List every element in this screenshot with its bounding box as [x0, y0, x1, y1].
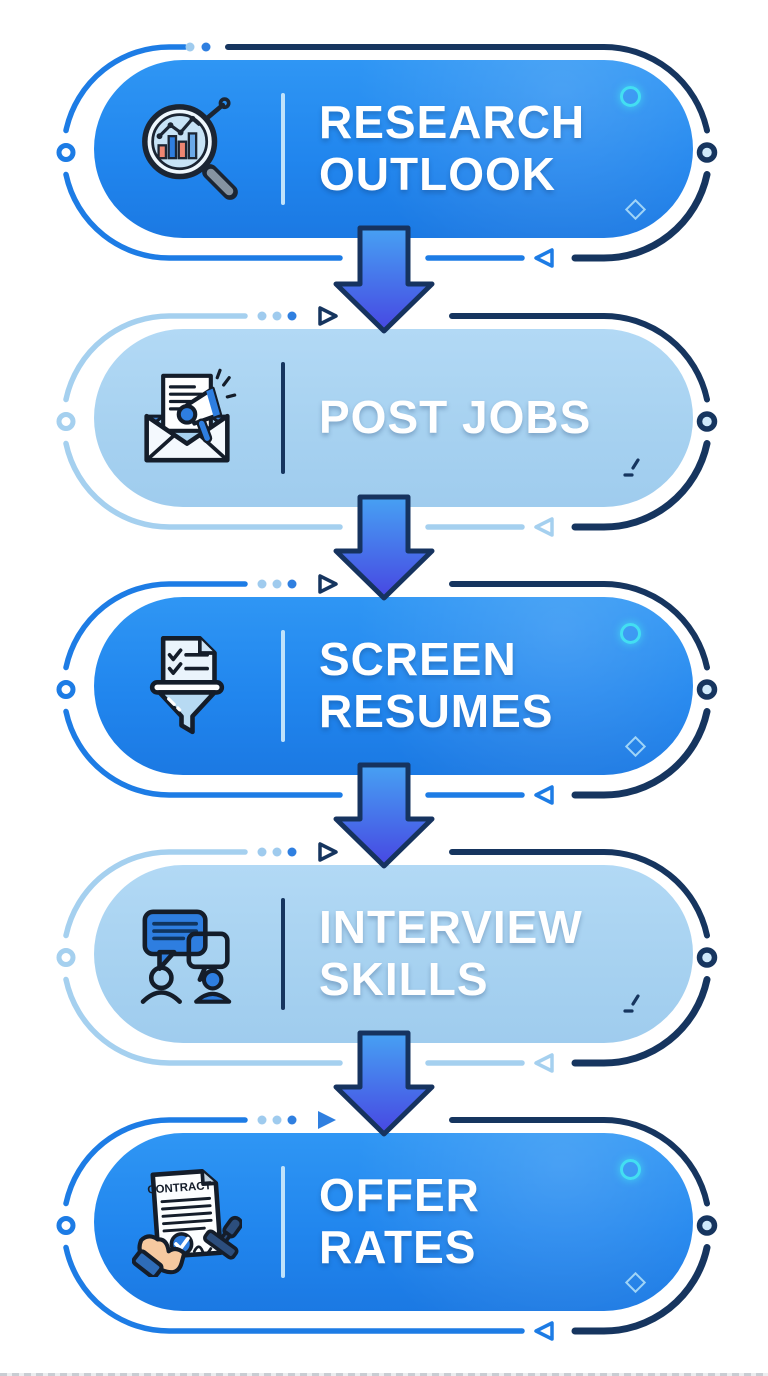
icon-text-divider	[281, 898, 285, 1010]
step-label-line2: SKILLS	[319, 953, 489, 1005]
sparkle-diamond-accent	[624, 735, 647, 758]
tick-marks-accent	[623, 994, 640, 1013]
step-label: POST JOBS	[319, 392, 591, 444]
step-label-line2: RATES	[319, 1221, 477, 1273]
step-label-line1: OFFER	[319, 1169, 480, 1222]
contract-title-text: CONTRACT	[147, 1180, 212, 1196]
icon-text-divider	[281, 630, 285, 742]
icon-text-divider	[281, 362, 285, 474]
step-interview-skills: INTERVIEW SKILLS	[0, 842, 768, 1073]
bottom-edge-strip	[0, 1373, 768, 1376]
step-label-line2: RESUMES	[319, 685, 554, 737]
teal-circle-accent	[620, 86, 641, 107]
sparkle-diamond-accent	[624, 198, 647, 221]
step-label-line2: OUTLOOK	[319, 148, 556, 200]
envelope-megaphone-icon	[132, 363, 242, 473]
flow-arrow-2	[333, 494, 435, 601]
tick-marks-accent	[623, 458, 640, 477]
icon-text-divider	[281, 1166, 285, 1278]
step-label: INTERVIEW SKILLS	[319, 902, 583, 1005]
step-label: SCREEN RESUMES	[319, 634, 553, 737]
step-screen-resumes: SCREEN RESUMES	[0, 574, 768, 805]
teal-circle-accent	[620, 1159, 641, 1180]
step-outline-decoration	[56, 1111, 718, 1341]
flow-arrow-1	[333, 225, 435, 334]
step-pill: SCREEN RESUMES	[94, 597, 693, 775]
step-label: RESEARCH OUTLOOK	[319, 97, 585, 200]
step-outline-decoration	[56, 842, 718, 1073]
step-outline-decoration	[56, 306, 718, 537]
flow-arrow-3	[333, 762, 435, 869]
step-label-line1: POST JOBS	[319, 391, 592, 444]
step-label: OFFER RATES	[319, 1170, 480, 1273]
sparkle-diamond-accent	[624, 1271, 647, 1294]
step-research-outlook: RESEARCH OUTLOOK	[0, 42, 768, 268]
icon-text-divider	[281, 93, 285, 205]
contract-stamp-icon: CONTRACT	[132, 1167, 242, 1277]
step-label-line1: RESEARCH	[319, 96, 586, 149]
step-pill: INTERVIEW SKILLS	[94, 865, 693, 1043]
step-offer-rates: CONTRACT	[0, 1111, 768, 1341]
step-post-jobs: POST JOBS	[0, 306, 768, 537]
step-pill: CONTRACT	[94, 1133, 693, 1311]
step-label-line1: INTERVIEW	[319, 901, 583, 954]
teal-circle-accent	[620, 623, 641, 644]
step-outline-decoration	[56, 42, 718, 268]
step-outline-decoration	[56, 574, 718, 805]
funnel-document-icon	[132, 631, 242, 741]
step-label-line1: SCREEN	[319, 633, 517, 686]
step-pill: RESEARCH OUTLOOK	[94, 60, 693, 238]
magnifier-chart-icon	[132, 94, 242, 204]
step-pill: POST JOBS	[94, 329, 693, 507]
chat-people-icon	[132, 899, 242, 1009]
flow-arrow-4	[333, 1030, 435, 1137]
